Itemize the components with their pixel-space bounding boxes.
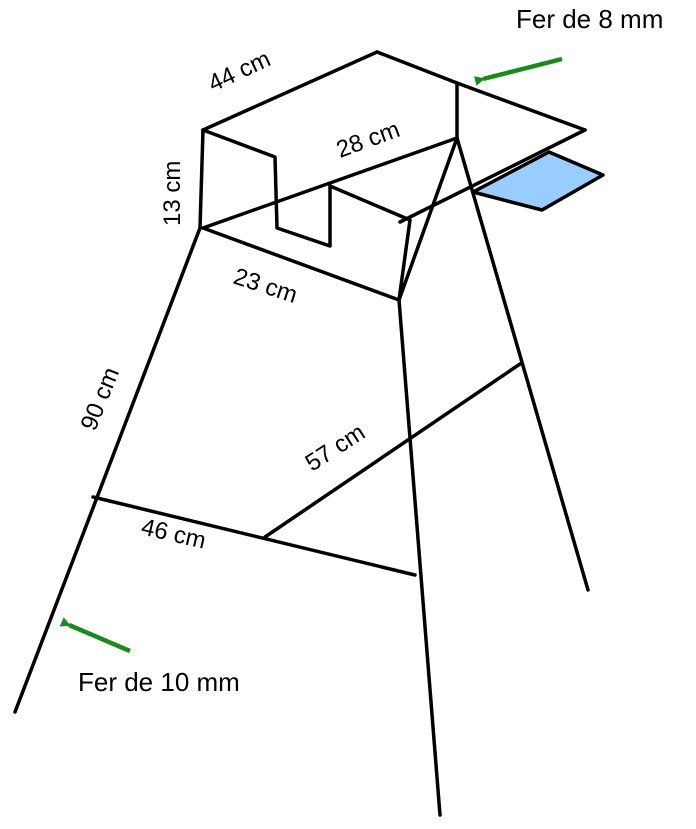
dimension-back-height: 13 cm	[159, 161, 186, 226]
dimension-top-depth: 28 cm	[333, 116, 404, 164]
backrest-zigzag	[201, 128, 412, 302]
seat-left-edge	[201, 226, 401, 302]
footrest-plate	[471, 150, 605, 212]
top-right-back-edge	[375, 50, 459, 85]
leg-front-right	[397, 298, 442, 817]
dimension-front-width: 23 cm	[230, 263, 301, 309]
dimension-brace-side: 57 cm	[301, 419, 371, 477]
brace-front	[91, 495, 417, 577]
braces	[91, 362, 522, 577]
green-arrow-icon	[474, 56, 563, 86]
top-back-edge	[201, 50, 379, 132]
dimension-top-width: 44 cm	[204, 45, 275, 97]
leg-back-inner	[397, 136, 459, 302]
arrow-leg-shaft	[59, 617, 131, 654]
back-post-left	[198, 128, 205, 230]
note-leg-bar: Fer de 10 mm	[78, 667, 240, 697]
brace-side	[263, 362, 522, 539]
dimension-brace-front: 46 cm	[139, 514, 209, 555]
top-right-edge	[455, 81, 587, 132]
annotations: Fer de 8 mm Fer de 10 mm	[59, 4, 663, 697]
backrest	[201, 128, 412, 302]
top-diagonal-edge	[201, 136, 459, 230]
green-arrow-icon	[59, 617, 131, 654]
arrow-upper-shaft	[474, 56, 563, 86]
dimension-leg-length: 90 cm	[76, 364, 126, 435]
leg-back-right	[455, 136, 590, 592]
note-upper-bar: Fer de 8 mm	[516, 4, 663, 34]
leg-front-left	[13, 226, 202, 714]
legs	[13, 136, 590, 817]
